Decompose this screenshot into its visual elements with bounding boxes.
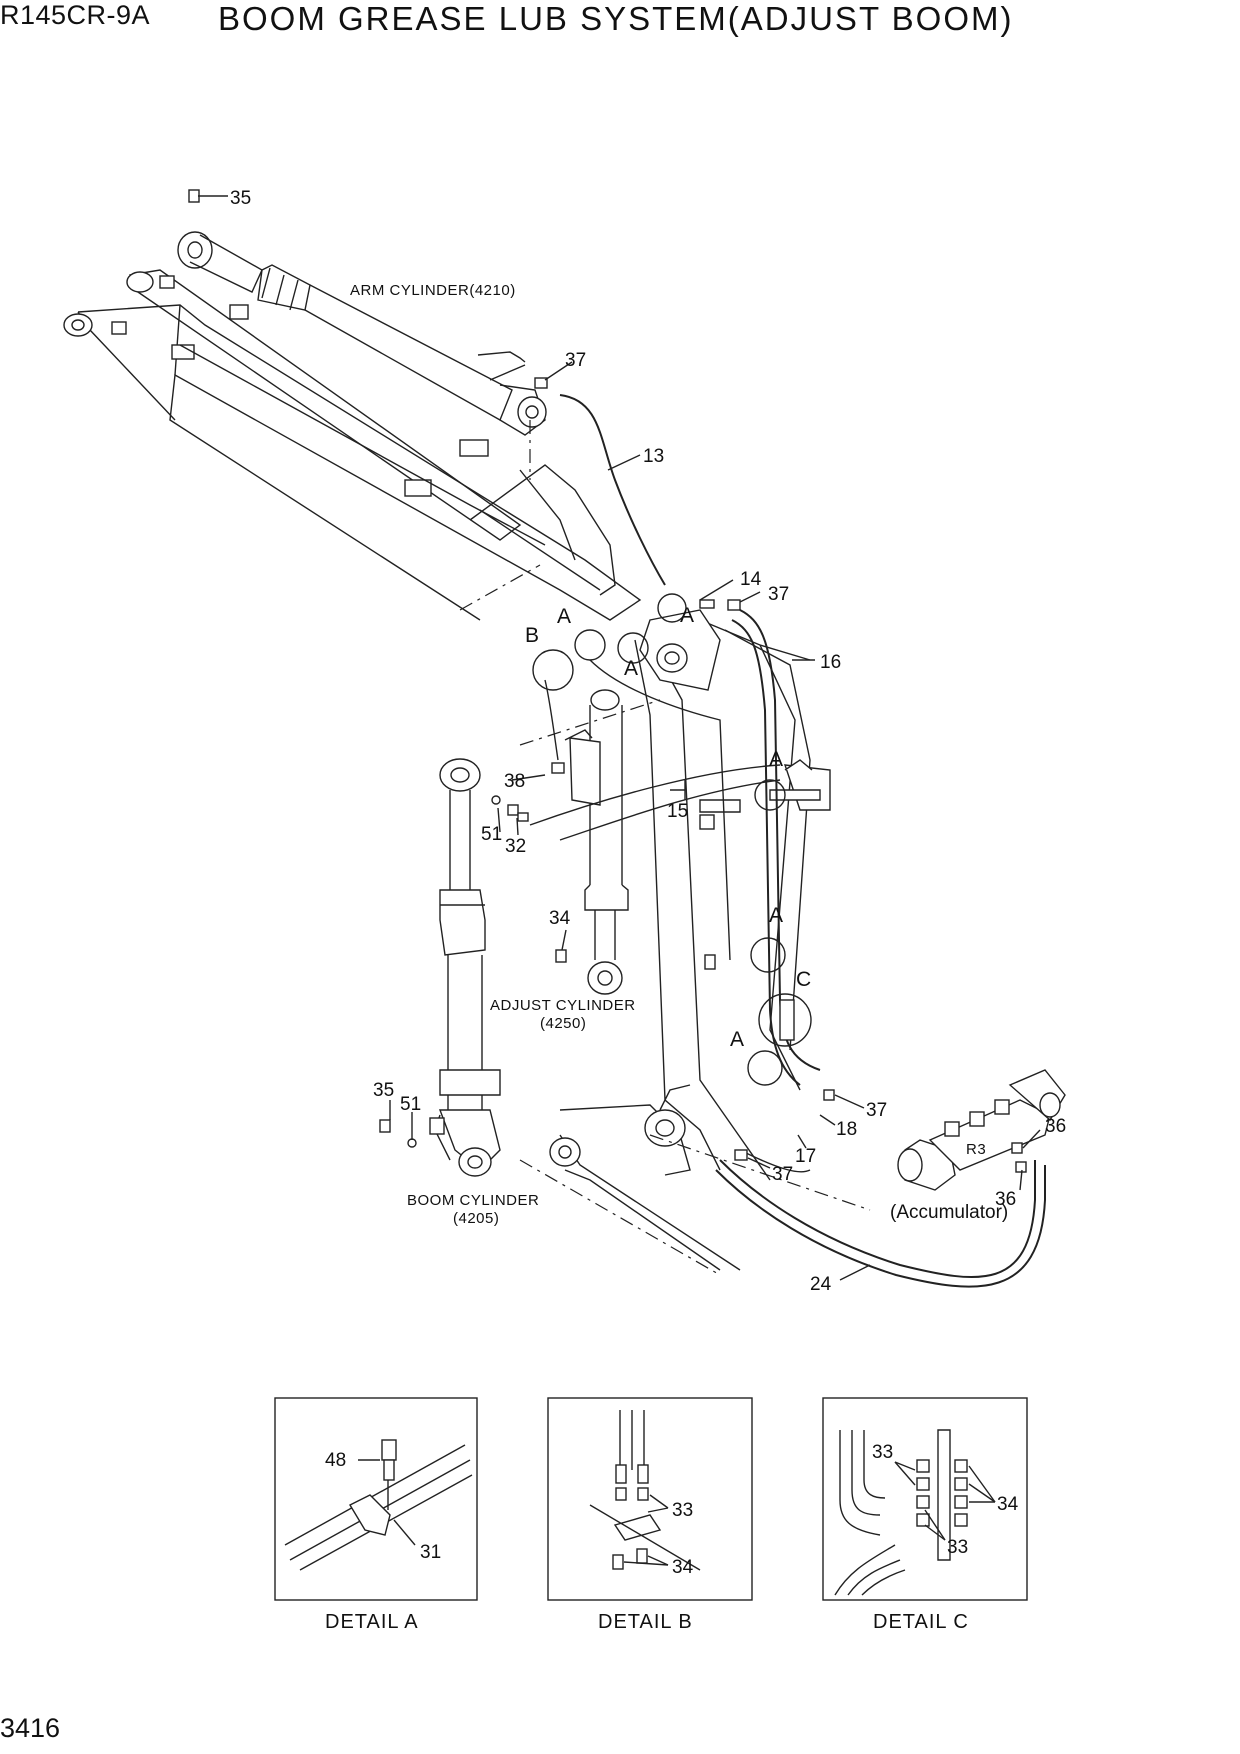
callout-24: 24 (810, 1274, 832, 1295)
detail-c-caption: DETAIL C (873, 1611, 969, 1633)
detail-c-callout-33-a: 33 (872, 1442, 893, 1463)
callout-32: 32 (505, 836, 526, 857)
detail-marker-a6: A (730, 1028, 744, 1051)
detail-c-panel (822, 1397, 1028, 1601)
detail-marker-a1: A (557, 605, 571, 628)
boom-assembly (549, 609, 831, 1271)
detail-a-caption: DETAIL A (325, 1611, 419, 1633)
callout-36-a: 36 (1045, 1116, 1066, 1137)
r3-port-label: R3 (966, 1141, 986, 1158)
detail-b-callout-33: 33 (672, 1500, 693, 1521)
callout-15: 15 (667, 801, 688, 822)
callout-16: 16 (820, 652, 841, 673)
detail-b-caption: DETAIL B (598, 1611, 693, 1633)
detail-circles (532, 593, 812, 1086)
boom-cylinder (429, 758, 501, 1177)
detail-marker-a4: A (769, 748, 783, 771)
callout-37-mid: 37 (768, 584, 789, 605)
detail-marker-a5: A (769, 904, 783, 927)
callout-17: 17 (795, 1146, 816, 1167)
detail-a-panel (274, 1397, 478, 1601)
accumulator (897, 1069, 1066, 1191)
detail-a-callout-48: 48 (325, 1450, 346, 1471)
callout-18: 18 (836, 1119, 857, 1140)
boom-cylinder-label: BOOM CYLINDER (407, 1192, 539, 1209)
callout-14: 14 (740, 569, 762, 590)
arm-assembly (63, 269, 642, 621)
callout-37-top: 37 (565, 350, 586, 371)
boom-cylinder-code: (4205) (453, 1210, 499, 1227)
detail-c-callout-33-b: 33 (947, 1537, 968, 1558)
adjust-cylinder-code: (4250) (540, 1015, 586, 1032)
callout-51-a: 51 (481, 824, 502, 845)
arm-cylinder (177, 231, 547, 436)
fittings (188, 189, 1027, 1173)
callout-36-b: 36 (995, 1189, 1016, 1210)
model-code: R145CR-9A (0, 0, 151, 30)
center-lines (459, 420, 871, 1276)
callout-38: 38 (504, 771, 525, 792)
callout-37-right: 37 (866, 1100, 887, 1121)
callout-51-b: 51 (400, 1094, 421, 1115)
adjust-cylinder-label: ADJUST CYLINDER (490, 997, 636, 1014)
detail-marker-a3: A (624, 657, 638, 680)
leader-lines (198, 195, 1041, 1281)
page-title: BOOM GREASE LUB SYSTEM(ADJUST BOOM) (218, 0, 1014, 37)
callout-35-low: 35 (373, 1080, 394, 1101)
arm-cylinder-label: ARM CYLINDER(4210) (350, 282, 516, 299)
detail-c-callout-34: 34 (997, 1494, 1019, 1515)
callout-13: 13 (643, 446, 664, 467)
detail-b-callout-34: 34 (672, 1557, 694, 1578)
detail-marker-c: C (796, 968, 811, 991)
detail-b-panel (547, 1397, 753, 1601)
accumulator-label: (Accumulator) (890, 1202, 1008, 1223)
callout-34: 34 (549, 908, 571, 929)
grease-hoses (529, 394, 1046, 1288)
detail-marker-b: B (525, 624, 539, 647)
detail-marker-a2: A (680, 604, 694, 627)
callout-37-low: 37 (772, 1164, 793, 1185)
callout-35-top: 35 (230, 188, 251, 209)
page-number: 3416 (0, 1713, 61, 1743)
detail-a-callout-31: 31 (420, 1542, 441, 1563)
adjust-cylinder (564, 689, 629, 995)
